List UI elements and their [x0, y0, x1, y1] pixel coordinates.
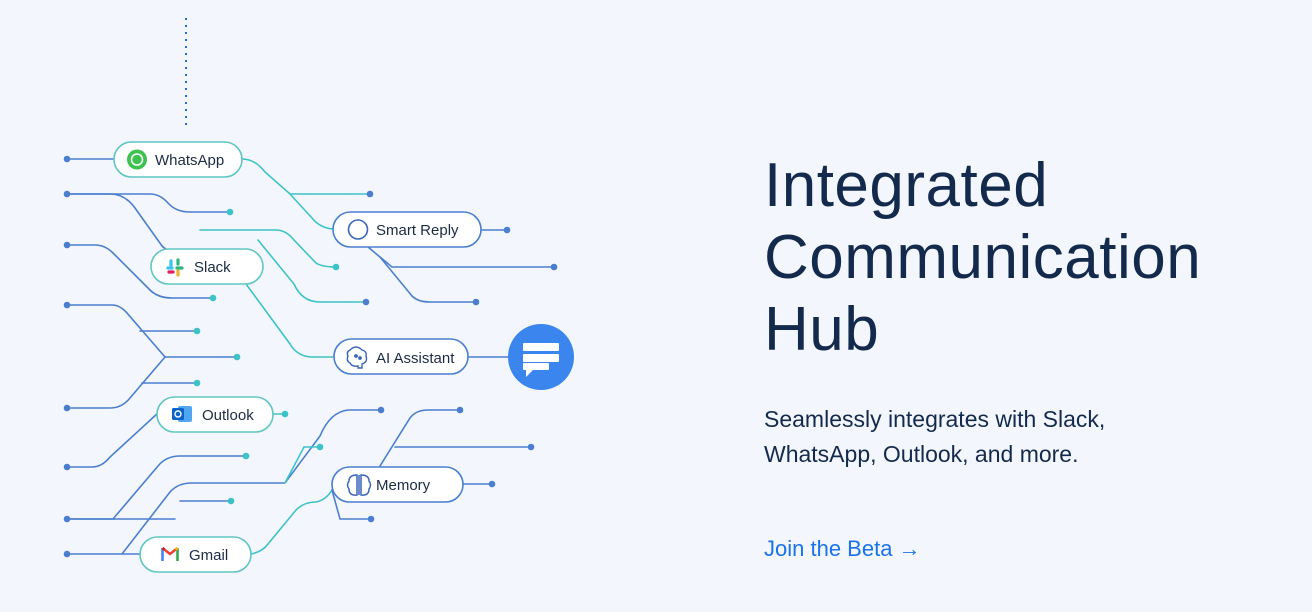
whatsapp-label: WhatsApp	[155, 152, 224, 169]
page-title: Integrated Communication Hub	[764, 150, 1284, 366]
integration-diagram: WhatsApp Smart Reply Slack AI Assistant	[63, 18, 574, 573]
ai-assistant-label: AI Assistant	[376, 350, 455, 367]
gmail-label: Gmail	[189, 547, 228, 564]
connection-dot	[550, 263, 558, 271]
gmail-chip[interactable]: Gmail	[139, 536, 252, 573]
connection-line	[66, 193, 231, 213]
gmail-icon	[161, 546, 179, 561]
slack-label: Slack	[194, 259, 231, 276]
connection-dot	[227, 497, 235, 505]
connection-dot	[63, 155, 71, 163]
connection-dot	[281, 410, 289, 418]
title-line: Integrated	[764, 151, 1049, 220]
connection-line	[199, 229, 337, 268]
connection-line	[284, 446, 321, 484]
chat-bubble-icon	[523, 343, 559, 377]
brain-icon	[346, 474, 372, 496]
connection-dot	[63, 404, 71, 412]
smart-reply-label: Smart Reply	[376, 222, 459, 239]
whatsapp-icon	[127, 149, 147, 170]
slack-chip[interactable]: Slack	[150, 248, 264, 285]
connection-line	[66, 304, 167, 409]
connection-dot	[242, 452, 250, 460]
connection-dot	[488, 480, 496, 488]
connection-line	[241, 158, 371, 195]
connection-dot	[233, 353, 241, 361]
title-line: Communication	[764, 223, 1202, 292]
circle-icon	[347, 219, 369, 240]
connection-dot	[63, 301, 71, 309]
connection-dot	[63, 241, 71, 249]
connection-lines	[66, 158, 555, 555]
title-line: Hub	[764, 295, 880, 364]
connection-dot	[63, 463, 71, 471]
hero-section: Integrated Communication Hub Seamlessly …	[764, 150, 1284, 472]
connection-dot	[367, 515, 375, 523]
brain-chip-icon	[346, 346, 368, 369]
subtitle: Seamlessly integrates with Slack, WhatsA…	[764, 406, 1106, 467]
connection-dot	[193, 379, 201, 387]
connection-line	[367, 246, 555, 268]
connection-dot	[63, 190, 71, 198]
connection-dot	[377, 406, 385, 414]
memory-label: Memory	[376, 477, 431, 494]
ai-assistant-chip[interactable]: AI Assistant	[333, 338, 469, 375]
connection-line	[379, 256, 477, 303]
memory-chip[interactable]: Memory	[331, 466, 464, 503]
connection-line	[245, 283, 335, 358]
connection-dot	[209, 294, 217, 302]
outlook-chip[interactable]: Outlook	[156, 396, 274, 433]
connection-line	[66, 412, 159, 468]
connection-dot	[366, 190, 374, 198]
connection-dot	[226, 208, 234, 216]
connection-line	[250, 489, 333, 555]
connection-line	[289, 193, 334, 230]
connection-dot	[332, 263, 340, 271]
slack-icon	[166, 258, 184, 277]
whatsapp-chip[interactable]: WhatsApp	[113, 141, 243, 178]
connection-dot	[527, 443, 535, 451]
connection-line	[331, 489, 372, 520]
outlook-label: Outlook	[202, 407, 254, 424]
chat-hub[interactable]	[508, 324, 574, 390]
connection-dot	[503, 226, 511, 234]
smart-reply-chip[interactable]: Smart Reply	[332, 211, 482, 248]
connection-line	[257, 239, 367, 303]
connection-dot	[193, 327, 201, 335]
connection-endpoints	[63, 155, 558, 558]
outlook-icon	[172, 406, 192, 422]
connection-dot	[63, 515, 71, 523]
connection-line	[66, 455, 247, 520]
connection-dot	[456, 406, 464, 414]
connection-dot	[472, 298, 480, 306]
connection-line	[379, 409, 461, 467]
connection-dot	[316, 443, 324, 451]
connection-dot	[362, 298, 370, 306]
connection-dot	[63, 550, 71, 558]
connection-line	[66, 244, 214, 299]
join-beta-link[interactable]: Join the Beta →	[764, 536, 921, 561]
